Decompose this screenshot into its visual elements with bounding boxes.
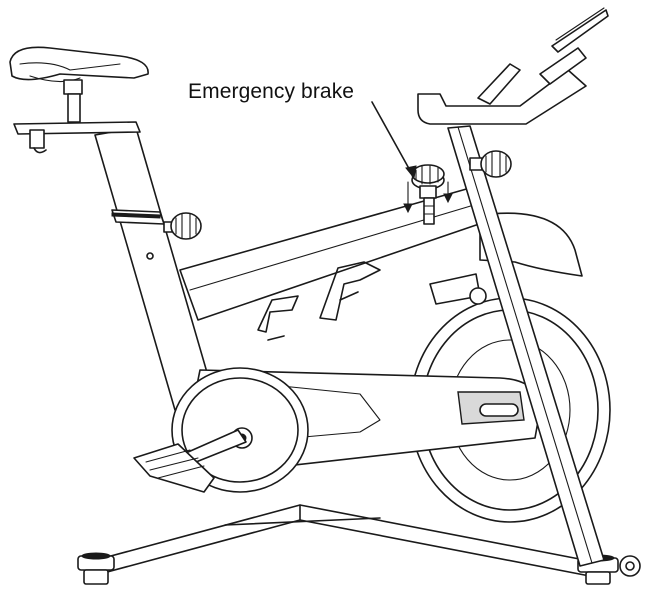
device-holder [551, 7, 609, 53]
callout-leader-line [371, 101, 417, 180]
front-foot [77, 552, 115, 585]
pedal [133, 429, 247, 493]
seat-adjust-knob [163, 212, 202, 240]
bottle-holder-right [319, 261, 381, 321]
emergency-brake-knob [411, 164, 445, 225]
bottle-holder-left [257, 295, 299, 341]
handlebars [417, 47, 587, 125]
handlebar-adjust-knob [469, 150, 512, 178]
resistance-bracket [429, 273, 487, 305]
emergency-brake-label: Emergency brake [188, 80, 355, 103]
press-direction-arrows [403, 181, 453, 214]
saddle [9, 46, 149, 123]
seat-slider [13, 121, 141, 154]
base-frame [95, 504, 601, 579]
front-upright [447, 125, 605, 567]
